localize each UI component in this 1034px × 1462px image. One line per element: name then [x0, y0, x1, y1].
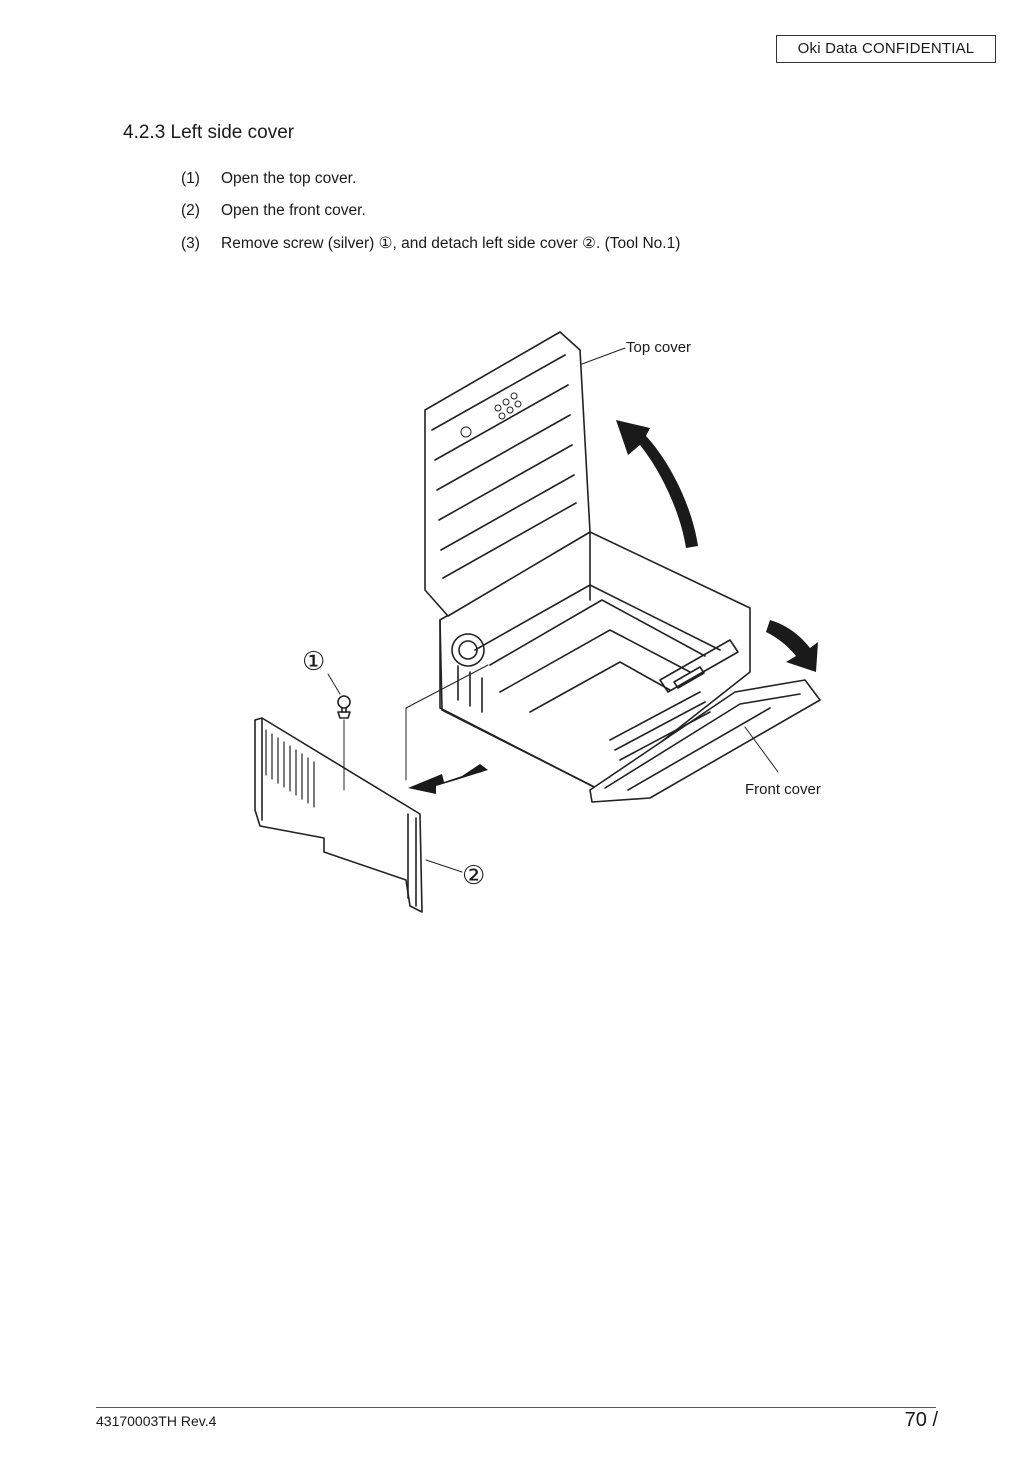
step-text: Remove screw (silver) ①, and detach left… — [221, 235, 681, 252]
step-text: Open the top cover. — [221, 170, 357, 187]
callout-2: ② — [462, 861, 485, 891]
arrow-front-cover-open — [766, 620, 818, 672]
step-1: (1) Open the top cover. — [181, 170, 356, 188]
section-title: 4.2.3 Left side cover — [123, 122, 295, 143]
footer-divider — [96, 1407, 936, 1408]
step-2: (2) Open the front cover. — [181, 202, 366, 220]
step-3: (3) Remove screw (silver) ①, and detach l… — [181, 234, 680, 253]
left-side-cover — [254, 717, 423, 913]
figure-drawing: Top cover Front cover ① ② — [254, 331, 821, 913]
step-number: (3) — [181, 235, 200, 252]
callout-1: ① — [302, 647, 325, 677]
arrow-top-cover-open — [616, 420, 698, 548]
footer-doc-id: 43170003TH Rev.4 — [96, 1413, 217, 1429]
label-front-cover: Front cover — [745, 781, 821, 798]
step-text: Open the front cover. — [221, 202, 366, 219]
step-number: (2) — [181, 202, 200, 219]
printer-disassembly-figure: Top cover Front cover ① ② — [230, 320, 840, 920]
control-panel — [659, 639, 739, 693]
confidential-badge: Oki Data CONFIDENTIAL — [776, 35, 996, 63]
front-cover — [589, 679, 821, 803]
fan-icon — [451, 633, 485, 667]
top-cover — [424, 331, 591, 617]
arrow-side-cover-remove — [408, 764, 488, 794]
step-number: (1) — [181, 170, 200, 187]
printer-body-edge — [439, 619, 601, 791]
leader-callout-2 — [425, 859, 463, 873]
footer-page-number: 70 / — [904, 1409, 938, 1431]
label-top-cover: Top cover — [626, 339, 691, 356]
screw-icon — [337, 695, 351, 719]
leader-callout-1 — [327, 673, 341, 695]
leader-front-cover — [744, 726, 779, 773]
leader-top-cover — [581, 347, 626, 365]
